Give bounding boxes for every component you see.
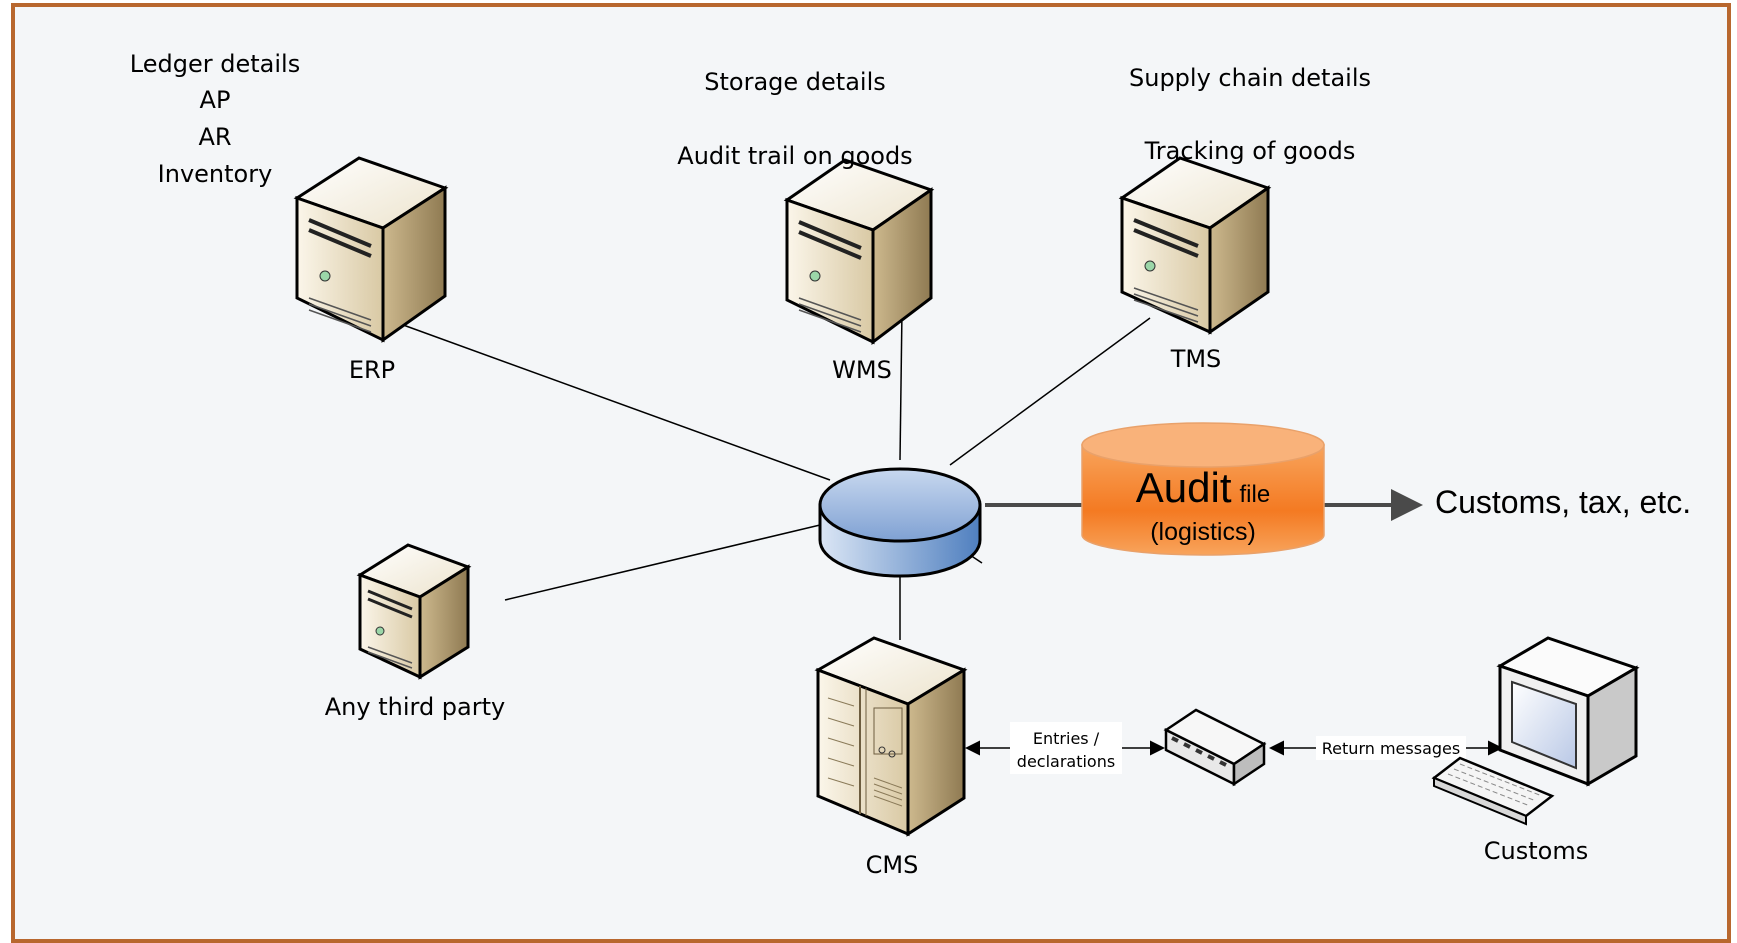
audit-file-subtitle: (logistics)	[1150, 518, 1256, 546]
tms-note-1: Supply chain details	[1129, 64, 1371, 92]
link-thirdparty-hub	[504, 524, 821, 601]
server-tower-icon	[783, 158, 935, 346]
link-wms-hub	[899, 309, 903, 461]
cabinet-server-icon	[814, 636, 968, 837]
link-tms-hub	[949, 317, 1151, 466]
database-cylinder-icon	[1081, 422, 1325, 556]
entries-label-line1: Entries /	[1033, 729, 1100, 748]
erp-note-2: AP	[200, 86, 231, 114]
hub-disk-icon	[818, 467, 982, 578]
erp-note-4: Inventory	[158, 160, 273, 188]
wms-label: WMS	[832, 356, 892, 384]
tms-note-2: Tracking of goods	[1144, 137, 1356, 165]
server-tower-icon	[1118, 156, 1272, 335]
erp-label: ERP	[349, 356, 395, 384]
network-switch-icon	[1163, 708, 1267, 787]
return-messages-label: Return messages	[1322, 739, 1460, 758]
wms-note-1: Storage details	[704, 68, 886, 96]
customs-label: Customs	[1484, 837, 1588, 865]
cms-label: CMS	[866, 851, 919, 879]
wms-note-2: Audit trail on goods	[677, 142, 912, 170]
tms-label: TMS	[1170, 345, 1222, 373]
server-tower-icon	[293, 156, 449, 343]
destination-label: Customs, tax, etc.	[1435, 484, 1691, 520]
return-label-box	[1316, 736, 1466, 760]
wms-notes: Storage details Audit trail on goods	[677, 68, 912, 170]
connections	[394, 309, 1151, 640]
erp-notes: Ledger details AP AR Inventory	[130, 50, 300, 188]
entries-label-box	[1010, 722, 1122, 774]
link-erp-hub	[394, 321, 831, 481]
tms-notes: Supply chain details Tracking of goods	[1129, 64, 1371, 165]
desktop-computer-icon	[1496, 636, 1640, 787]
server-tower-icon	[356, 543, 472, 680]
entries-label-line2: declarations	[1017, 752, 1115, 771]
erp-note-1: Ledger details	[130, 50, 300, 78]
third-party-label: Any third party	[325, 693, 505, 721]
keyboard-icon	[1431, 756, 1555, 826]
erp-note-3: AR	[198, 123, 231, 151]
